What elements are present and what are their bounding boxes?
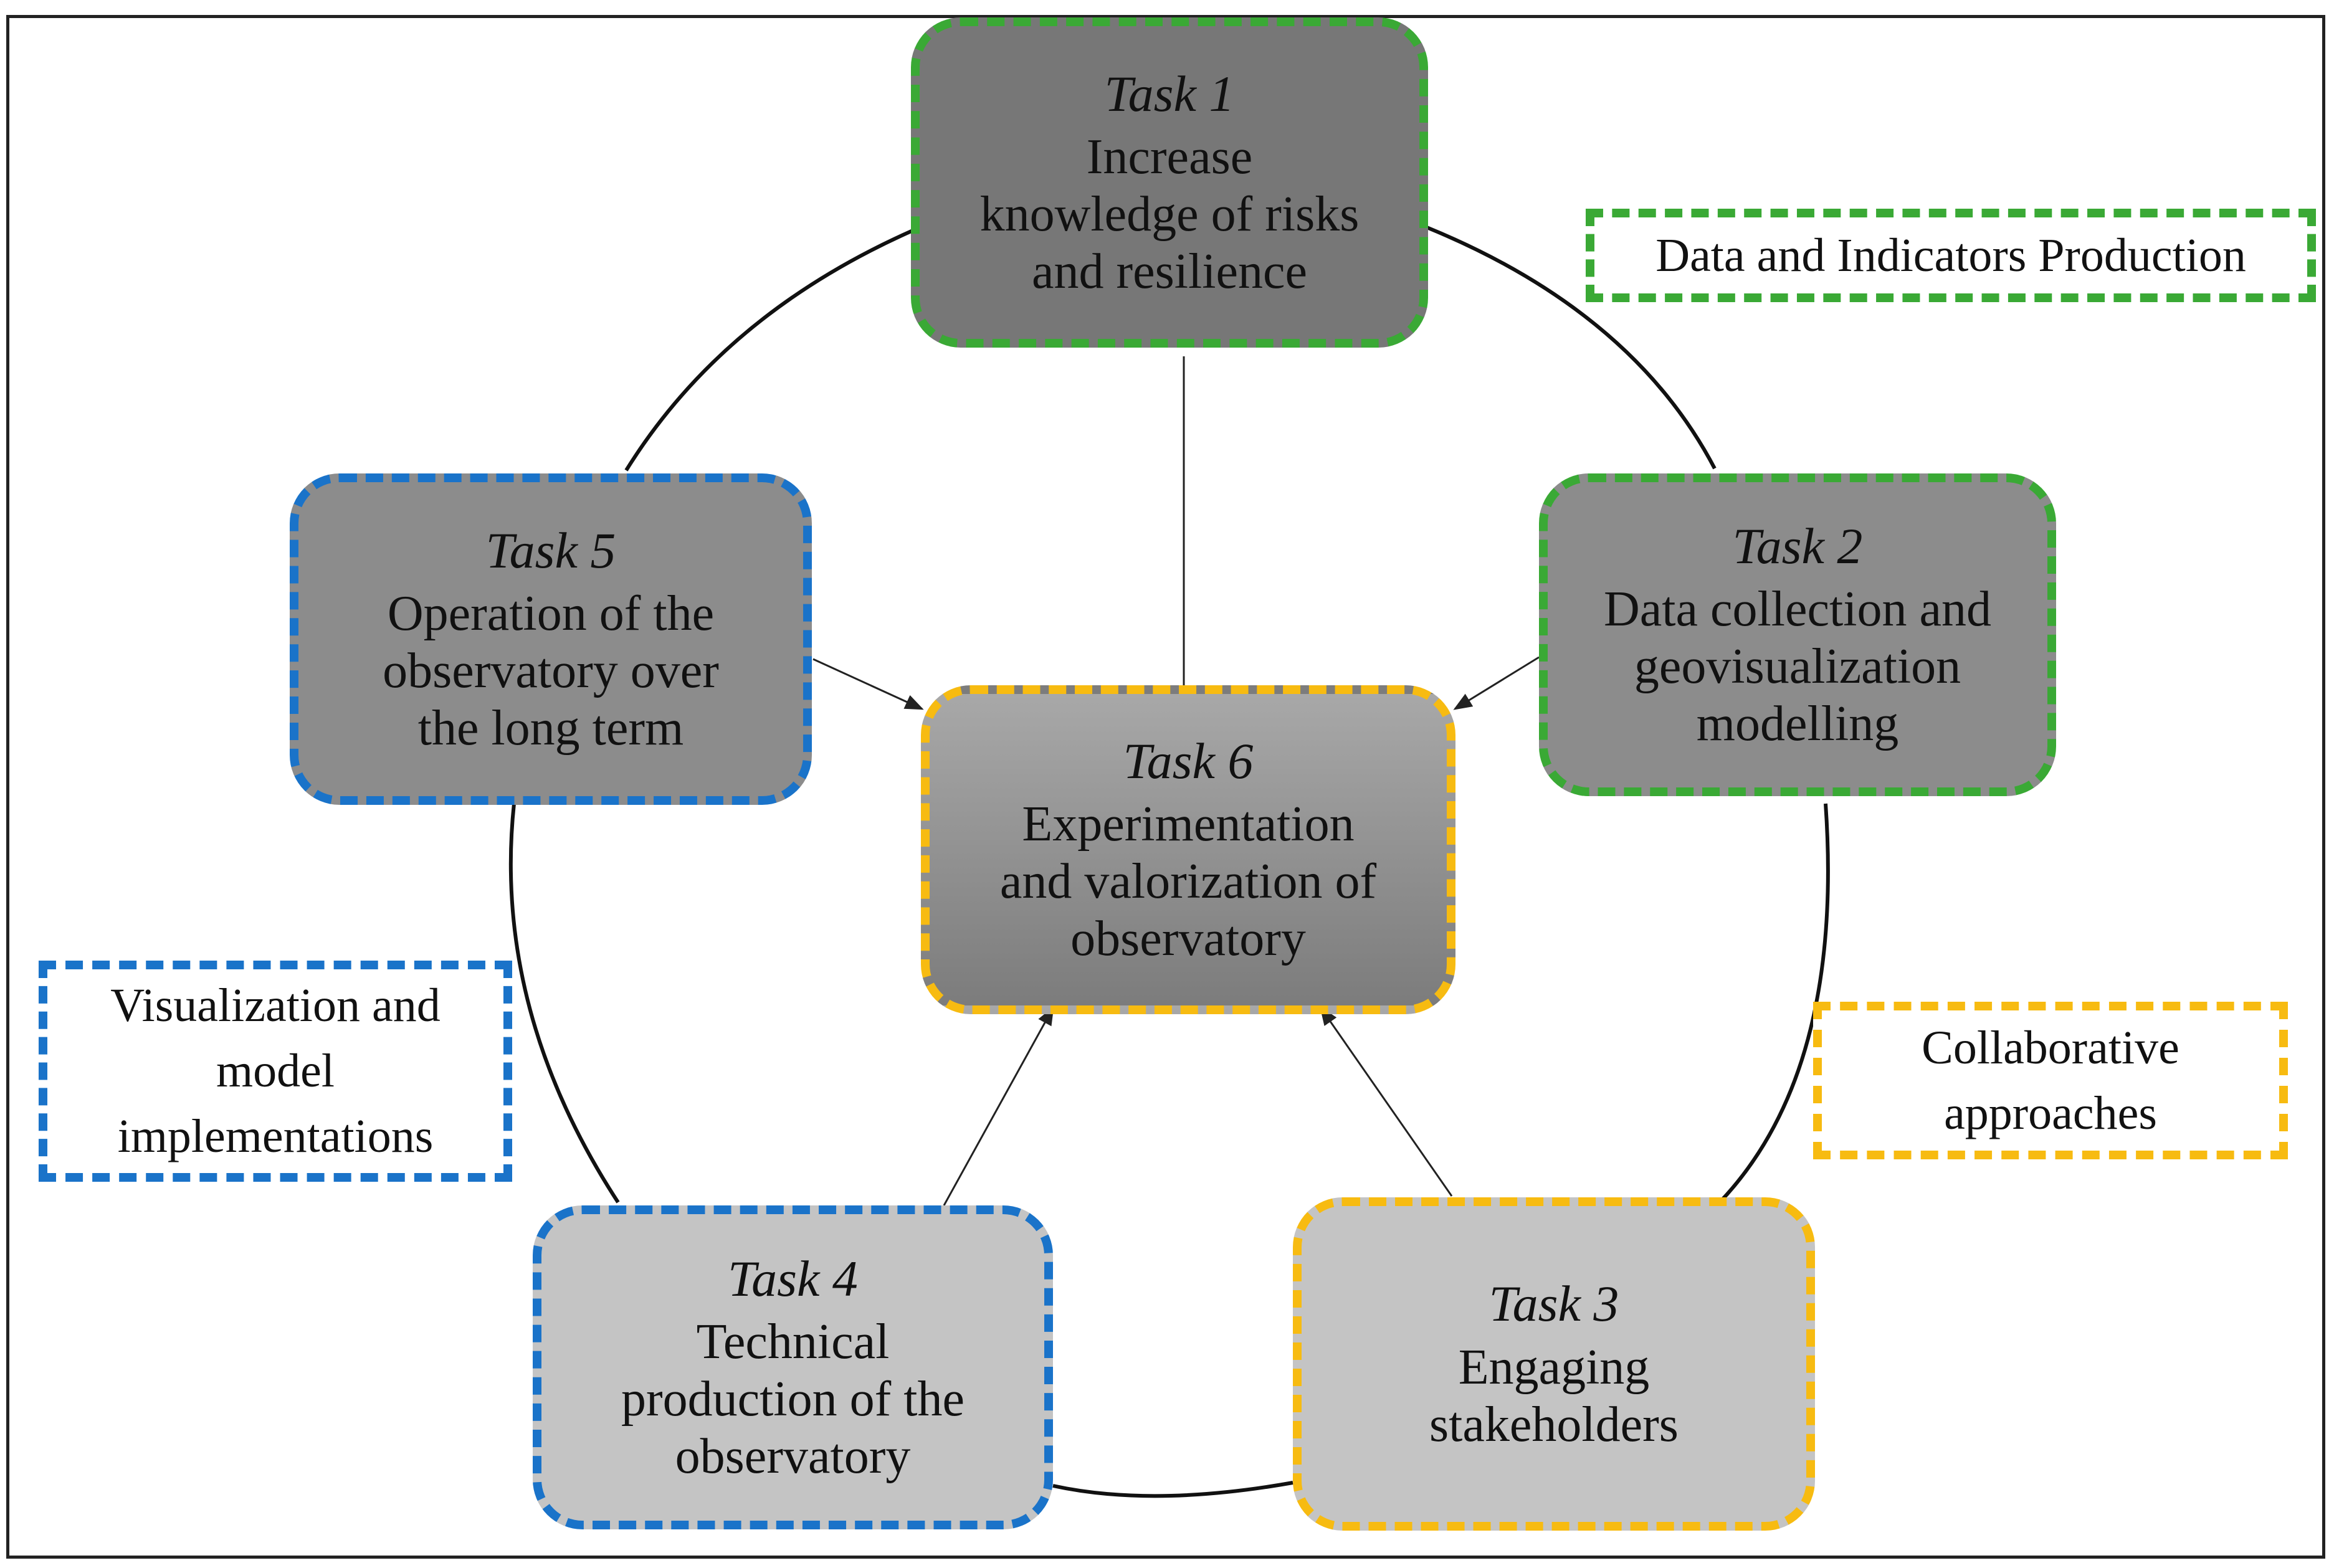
task5-line-3: the long term	[417, 701, 684, 756]
legend-visualization-line-1: Visualization and	[110, 979, 441, 1032]
task4-line-3: observatory	[675, 1429, 911, 1485]
task2-line-1: Data collection and	[1604, 582, 1991, 637]
task1-line-1: Increase	[1086, 130, 1253, 185]
task2-line-3: modelling	[1696, 696, 1899, 752]
legend-collaborative-line-1: Collaborative	[1922, 1021, 2179, 1074]
task3-title: Task 3	[1489, 1275, 1619, 1333]
task2-title: Task 2	[1732, 517, 1863, 574]
legend-collaborative-line-2: approaches	[1944, 1086, 2157, 1139]
task6-title: Task 6	[1123, 732, 1254, 789]
task6-line-3: observatory	[1070, 911, 1306, 967]
task2-line-2: geovisualization	[1634, 639, 1961, 695]
legend-visualization-line-3: implementations	[117, 1109, 434, 1162]
task1-line-2: knowledge of risks	[979, 187, 1360, 242]
task5-title: Task 5	[485, 521, 616, 579]
task2-box: Task 2 Data collection and geovisualizat…	[1539, 473, 2056, 796]
task3-line-1: Engaging	[1458, 1339, 1650, 1395]
task3-line-2: stakeholders	[1429, 1397, 1679, 1452]
legend-collaborative: Collaborative approaches	[1813, 1002, 2288, 1159]
task3-box: Task 3 Engaging stakeholders	[1293, 1197, 1815, 1531]
cycle-arc-task1-task2	[1426, 226, 1717, 470]
arrow-task3-to-task6	[1320, 1006, 1453, 1197]
task5-box: Task 5 Operation of the observatory over…	[290, 473, 812, 805]
cycle-arc-task2-task3	[1718, 803, 1830, 1204]
task1-box: Task 1 Increase knowledge of risks and r…	[911, 17, 1428, 348]
arrow-task2-to-task6	[1453, 656, 1540, 710]
cycle-arc-task3-task4	[1052, 1481, 1293, 1498]
task5-line-1: Operation of the	[387, 586, 715, 642]
arrow-task4-to-task6	[943, 1006, 1054, 1206]
task4-title: Task 4	[728, 1250, 858, 1307]
cycle-arc-task5-task1	[624, 229, 914, 472]
task6-line-2: and valorization of	[999, 854, 1377, 910]
task1-title: Task 1	[1104, 65, 1235, 122]
task5-line-2: observatory over	[383, 644, 719, 699]
arrow-task5-to-task6	[812, 658, 924, 710]
task6-box: Task 6 Experimentation and valorization …	[921, 685, 1455, 1014]
legend-data-indicators-label: Data and Indicators Production	[1655, 229, 2246, 282]
task4-box: Task 4 Technical production of the obser…	[533, 1205, 1053, 1529]
task6-line-1: Experimentation	[1022, 797, 1355, 852]
task4-line-1: Technical	[696, 1314, 890, 1370]
legend-visualization-line-2: model	[216, 1045, 335, 1098]
cycle-arc-task4-task5	[508, 803, 620, 1204]
task4-line-2: production of the	[621, 1372, 965, 1427]
legend-data-indicators: Data and Indicators Production	[1586, 209, 2316, 302]
task1-line-3: and resilience	[1032, 244, 1307, 300]
figure-frame	[6, 15, 2325, 1559]
legend-visualization: Visualization and model implementations	[39, 961, 512, 1182]
